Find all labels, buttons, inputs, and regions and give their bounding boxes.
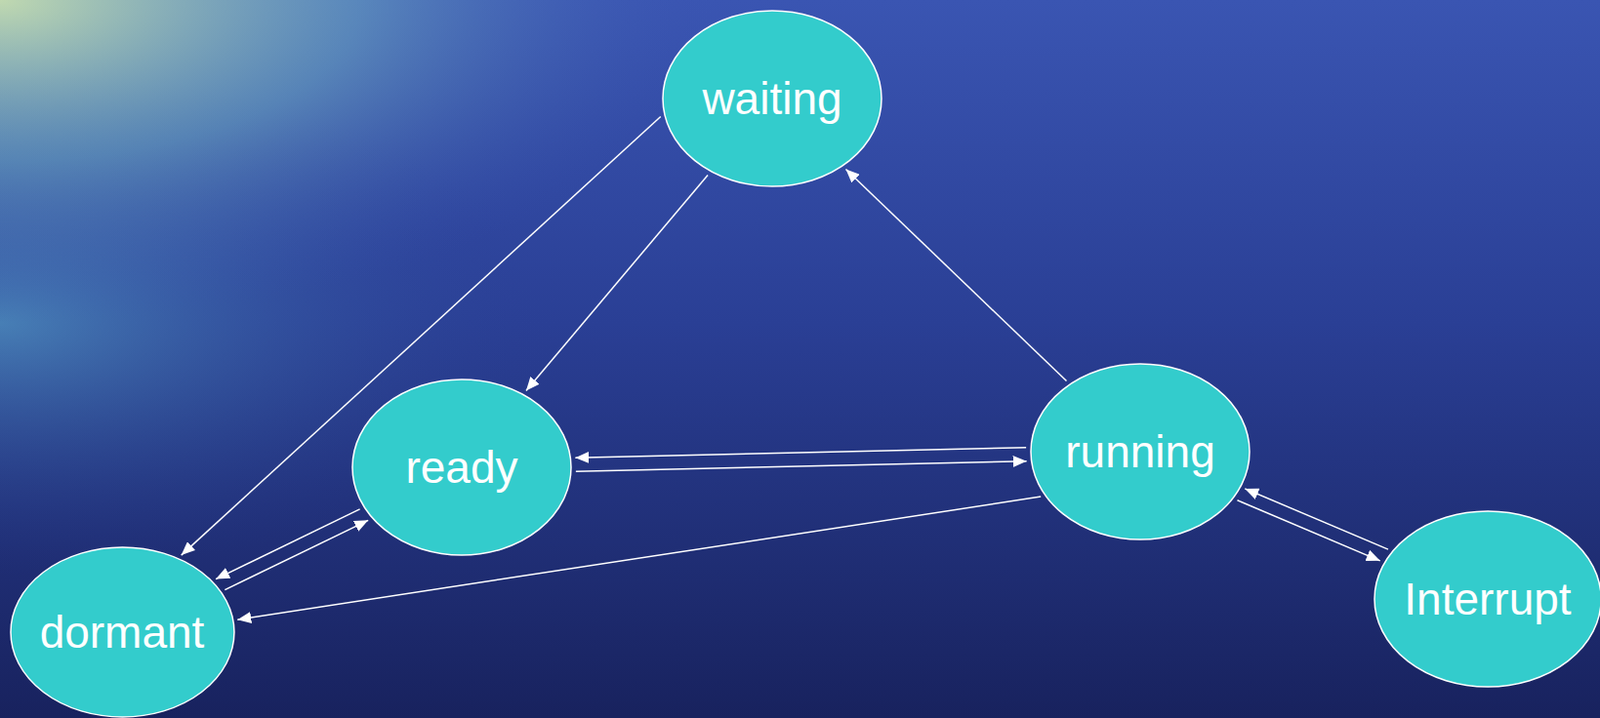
state-label: Interrupt xyxy=(1403,574,1571,625)
state-node: running xyxy=(1029,363,1251,541)
state-outline xyxy=(1374,511,1600,688)
transition-arrow xyxy=(181,117,661,557)
transition-arrow xyxy=(1236,500,1380,562)
transition-arrow xyxy=(224,520,369,590)
state-label: ready xyxy=(405,443,518,493)
state-outline xyxy=(662,10,882,187)
state-outline xyxy=(10,547,235,718)
state-label: running xyxy=(1065,427,1215,478)
state-node: Interrupt xyxy=(1373,510,1600,689)
transition-arrow xyxy=(1244,489,1389,550)
transition-arrow xyxy=(215,509,361,580)
transition-arrow xyxy=(237,496,1041,620)
transition-arrow xyxy=(575,461,1027,473)
state-node: ready xyxy=(351,378,573,557)
transition-arrow xyxy=(526,174,708,391)
transition-arrow xyxy=(574,448,1026,459)
state-node: waiting xyxy=(661,9,883,188)
state-label: waiting xyxy=(701,74,842,124)
state-outline xyxy=(352,379,572,556)
state-label: dormant xyxy=(40,608,206,658)
transition-arrow xyxy=(845,168,1067,381)
state-node: dormant xyxy=(9,546,236,718)
state-outline xyxy=(1030,364,1250,540)
